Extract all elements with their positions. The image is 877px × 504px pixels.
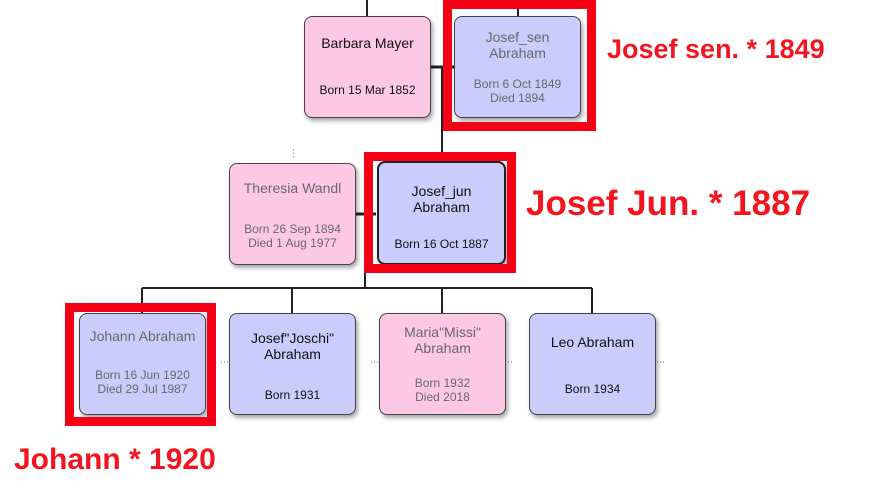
ellipsis-marker: ⋯: [504, 357, 514, 367]
person-card-theresia-wandl[interactable]: Theresia Wandl Born 26 Sep 1894 Died 1 A…: [229, 163, 356, 265]
birth-date: Born 1932: [414, 376, 471, 390]
person-name: Johann Abraham: [89, 328, 196, 344]
annotation-josef-jun: Josef Jun. * 1887: [526, 184, 811, 223]
person-name: Leo Abraham: [550, 334, 635, 350]
birth-date: Born 26 Sep 1894: [244, 222, 341, 236]
birth-date: Born 16 Jun 1920: [95, 368, 190, 382]
ellipsis-marker: ⋮: [289, 148, 299, 158]
person-card-barbara-mayer[interactable]: Barbara Mayer Born 15 Mar 1852: [304, 16, 431, 118]
death-date: Died 2018: [415, 390, 470, 404]
birth-date: Born 1931: [264, 388, 321, 402]
highlight-box-josef-jun: [364, 152, 516, 273]
person-name: Josef"Joschi" Abraham: [250, 330, 335, 362]
death-date: Died 29 Jul 1987: [97, 382, 188, 396]
ellipsis-marker: ⋯: [370, 357, 380, 367]
annotation-johann: Johann * 1920: [14, 443, 216, 476]
person-card-josef-sen-abraham[interactable]: Josef_sen Abraham Born 6 Oct 1849 Died 1…: [454, 16, 581, 118]
person-name: Josef_jun Abraham: [411, 183, 472, 215]
person-name: Barbara Mayer: [321, 35, 414, 51]
birth-date: Born 6 Oct 1849: [473, 77, 562, 91]
highlight-box-josef-sen: [443, 0, 596, 131]
annotation-josef-sen: Josef sen. * 1849: [607, 34, 825, 64]
death-date: Died 1894: [490, 91, 545, 105]
person-card-josef-jun-abraham[interactable]: Josef_jun Abraham Born 16 Oct 1887: [377, 161, 506, 265]
birth-date: Born 15 Mar 1852: [319, 83, 416, 97]
person-name: Josef_sen Abraham: [485, 29, 550, 61]
person-card-johann-abraham[interactable]: Johann Abraham Born 16 Jun 1920 Died 29 …: [79, 313, 206, 415]
person-name: Maria"Missi" Abraham: [404, 324, 481, 356]
ellipsis-marker: ⋯: [656, 357, 666, 367]
person-name: Theresia Wandl: [243, 180, 342, 196]
highlight-box-johann: [65, 303, 216, 426]
person-card-maria-missi-abraham[interactable]: Maria"Missi" Abraham Born 1932 Died 2018: [379, 313, 506, 415]
person-card-leo-abraham[interactable]: Leo Abraham Born 1934: [529, 313, 656, 415]
birth-date: Born 1934: [564, 382, 621, 396]
death-date: Died 1 Aug 1977: [248, 236, 337, 250]
person-card-josef-joschi-abraham[interactable]: Josef"Joschi" Abraham Born 1931: [229, 313, 356, 415]
ellipsis-marker: ⋯: [220, 357, 230, 367]
birth-date: Born 16 Oct 1887: [394, 237, 489, 251]
